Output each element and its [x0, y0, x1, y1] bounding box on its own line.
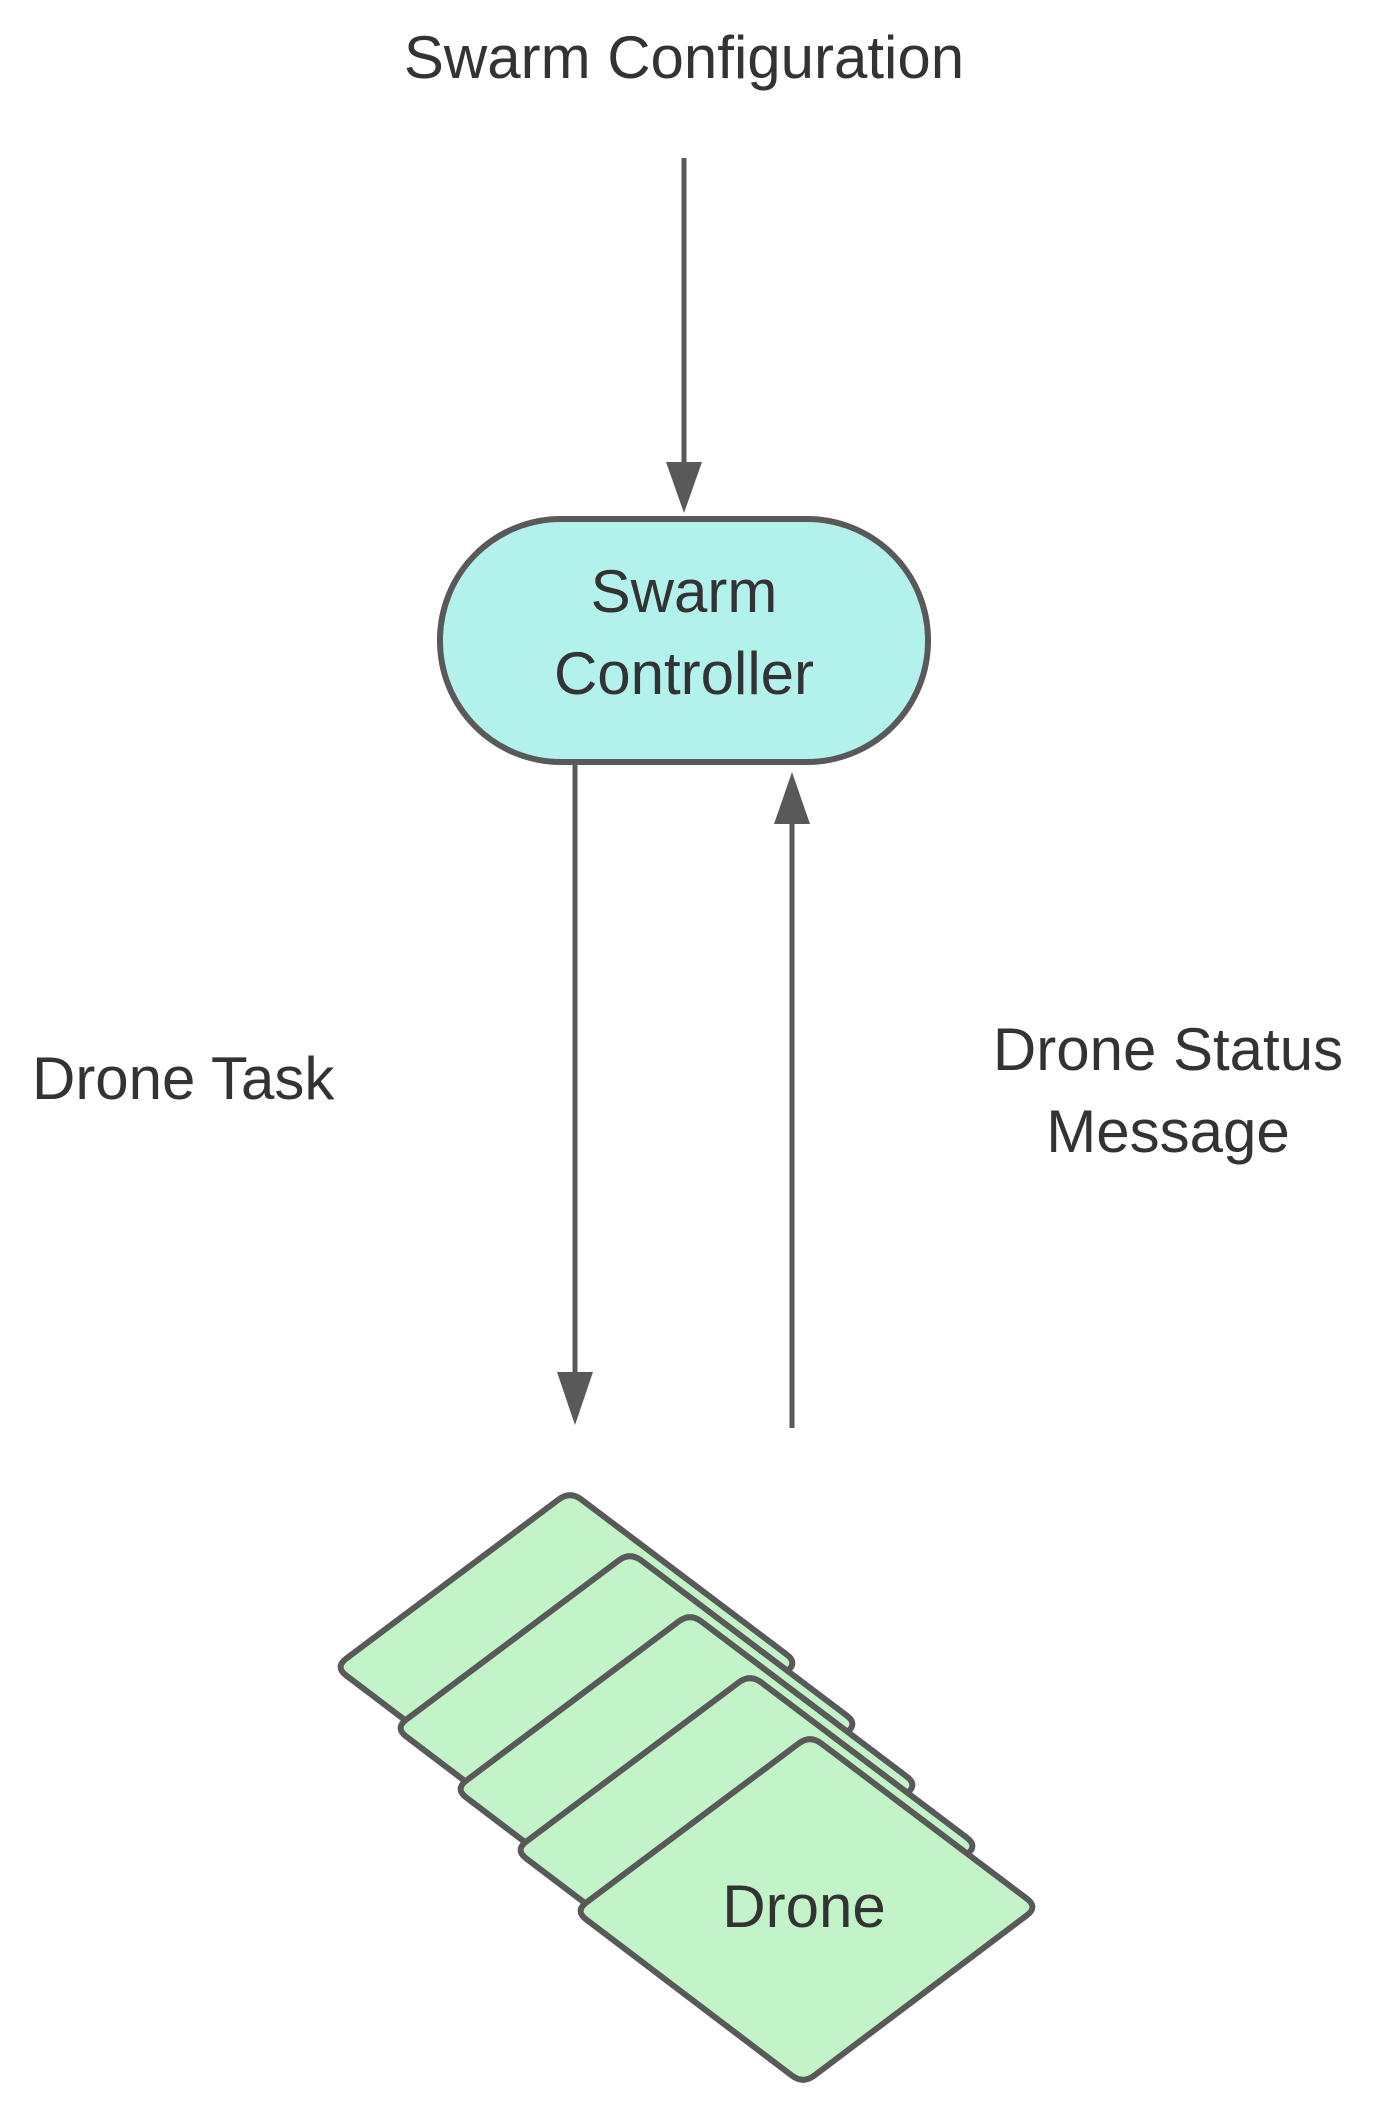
drone-status-label-line1: Drone Status	[993, 1016, 1343, 1083]
drone-status-arrow	[774, 772, 810, 1428]
drone-status-label-line2: Message	[1046, 1098, 1289, 1165]
drone-label: Drone	[722, 1873, 885, 1940]
drone-task-label: Drone Task	[32, 1045, 335, 1112]
swarm-configuration-label: Swarm Configuration	[404, 24, 964, 91]
swarm-controller-node: Swarm Controller	[437, 516, 931, 765]
drone-card-front	[577, 1736, 1036, 2083]
drone-stack	[337, 1492, 1036, 2083]
swarm-controller-label-line1: Swarm	[591, 558, 778, 625]
drone-task-arrow	[557, 765, 593, 1425]
configuration-arrow	[666, 158, 702, 513]
swarm-controller-label-line2: Controller	[554, 640, 814, 707]
